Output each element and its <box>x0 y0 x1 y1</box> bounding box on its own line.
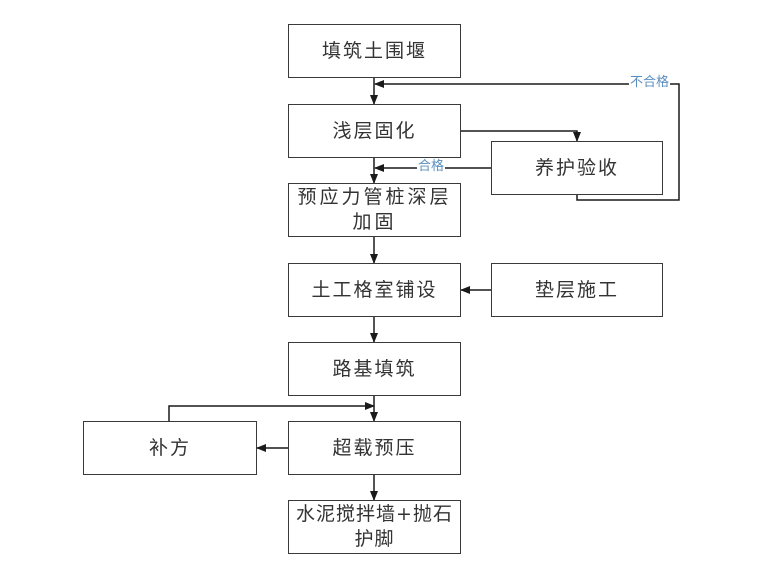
node-cushion-construction: 垫层施工 <box>491 263 663 317</box>
node-cement-mixing-wall: 水泥搅拌墙+抛石护脚 <box>288 500 461 554</box>
node-supplementary-fill: 补方 <box>83 421 257 475</box>
edge-n9-n8 <box>168 402 375 421</box>
edge-n2-n3 <box>460 130 581 142</box>
edge-label-fail: 不合格 <box>629 75 671 90</box>
node-curing-acceptance: 养护验收 <box>491 141 663 195</box>
node-shallow-solidification: 浅层固化 <box>288 104 461 158</box>
node-geocell-laying: 土工格室铺设 <box>288 263 461 317</box>
edge-n3-n2-fail <box>374 80 680 201</box>
node-surcharge-preloading: 超载预压 <box>288 421 461 475</box>
node-fill-cofferdam: 填筑土围堰 <box>288 24 461 78</box>
node-subgrade-filling: 路基填筑 <box>288 342 461 396</box>
edge-label-pass: 合格 <box>417 159 446 174</box>
node-prestressed-pile-reinforcement: 预应力管桩深层加固 <box>288 183 461 237</box>
